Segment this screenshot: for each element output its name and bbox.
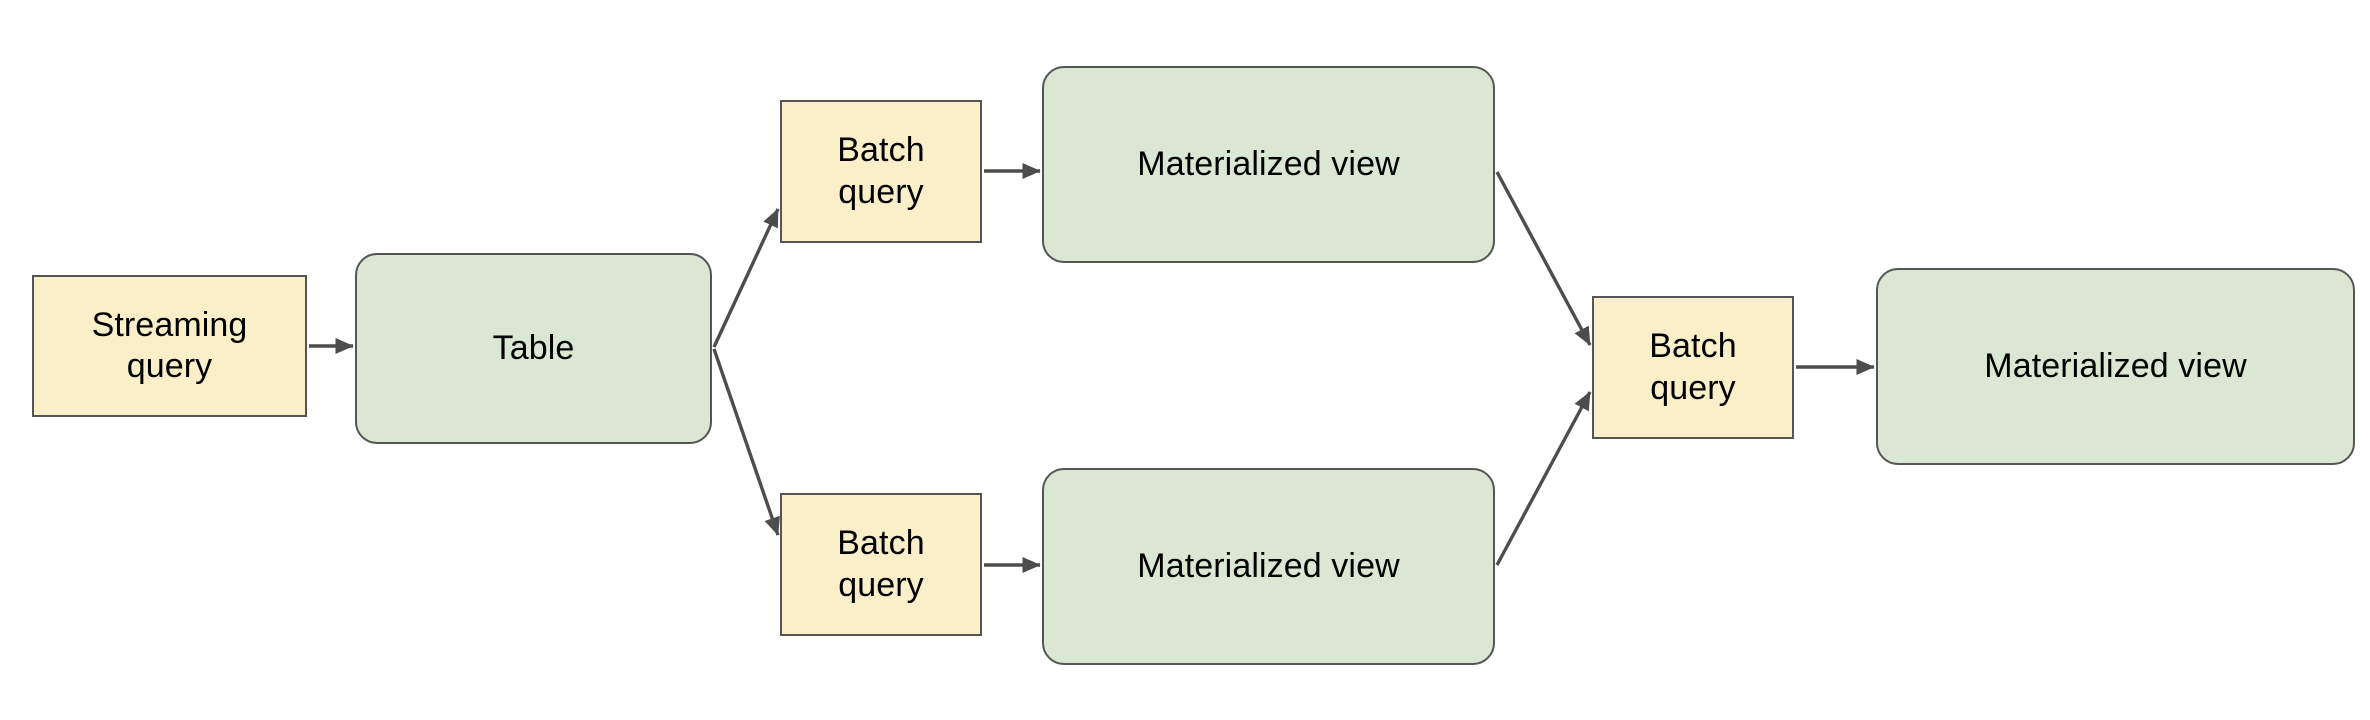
edge-materialized-view-top-to-batch-query-join bbox=[1495, 171, 1592, 346]
edge-materialized-view-bottom-to-batch-query-join bbox=[1495, 391, 1592, 566]
node-materialized-view-final[interactable]: Materialized view bbox=[1876, 268, 2355, 465]
node-label-batch-query-join: Batch query bbox=[1649, 327, 1737, 407]
node-label-table: Table bbox=[492, 328, 575, 367]
node-streaming-query[interactable]: Streaming query bbox=[32, 275, 307, 417]
edge-table-to-batch-query-bottom bbox=[712, 348, 780, 536]
node-label-materialized-view-top: Materialized view bbox=[1137, 144, 1400, 183]
node-materialized-view-bottom[interactable]: Materialized view bbox=[1042, 468, 1495, 665]
edge-table-to-batch-query-top bbox=[712, 208, 780, 348]
node-label-batch-query-bottom: Batch query bbox=[837, 524, 925, 604]
node-table[interactable]: Table bbox=[355, 253, 712, 444]
node-materialized-view-top[interactable]: Materialized view bbox=[1042, 66, 1495, 263]
node-label-streaming-query: Streaming query bbox=[91, 305, 248, 385]
node-batch-query-join[interactable]: Batch query bbox=[1592, 296, 1794, 439]
node-label-materialized-view-bottom: Materialized view bbox=[1137, 546, 1400, 585]
node-label-batch-query-top: Batch query bbox=[837, 131, 925, 211]
node-batch-query-bottom[interactable]: Batch query bbox=[780, 493, 982, 636]
node-batch-query-top[interactable]: Batch query bbox=[780, 100, 982, 243]
node-label-materialized-view-final: Materialized view bbox=[1984, 346, 2247, 385]
